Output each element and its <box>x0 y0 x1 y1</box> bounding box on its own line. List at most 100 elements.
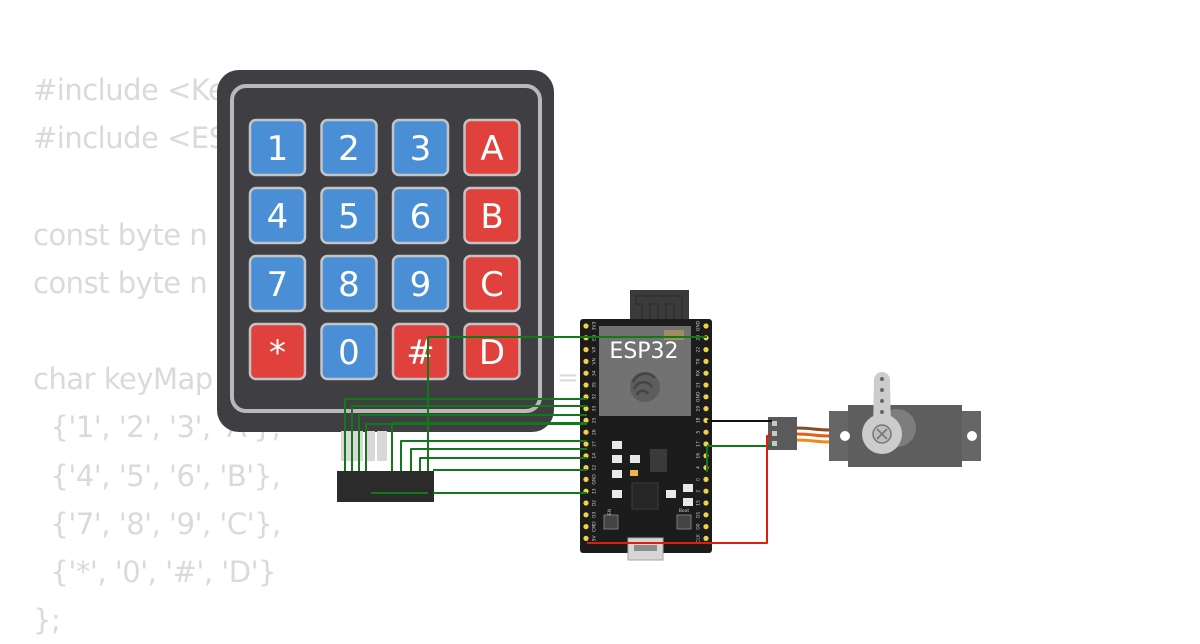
pin-label: D0 <box>696 523 702 529</box>
wire-keypad-5 <box>391 422 587 471</box>
pin-left-34[interactable] <box>583 370 589 376</box>
key-A[interactable]: A <box>463 118 521 177</box>
key-label: 8 <box>338 265 360 305</box>
pin-left-vn[interactable] <box>583 358 589 364</box>
key-6[interactable]: 6 <box>391 186 450 245</box>
pin-left-25[interactable] <box>583 417 589 423</box>
pin-right-rx[interactable] <box>703 370 709 376</box>
pin-label: CLK <box>696 533 702 543</box>
pin-left-gnd[interactable] <box>583 476 589 482</box>
esp32-board[interactable]: ESP32 EN Boot 3V3ENVPVN34353233252627141… <box>580 290 712 561</box>
pin-right-clk[interactable] <box>703 535 709 542</box>
pin-right-21[interactable] <box>703 382 709 388</box>
pin-right-15[interactable] <box>703 500 709 506</box>
pin-right-d1[interactable] <box>703 512 709 518</box>
pin-label: VN <box>592 358 598 364</box>
pin-label: 0 <box>696 478 702 481</box>
key-label: 7 <box>267 265 289 305</box>
pin-right-5[interactable] <box>703 429 709 435</box>
pin-label: D2 <box>592 500 598 506</box>
pin-label: RX <box>696 370 702 376</box>
pin-label: 14 <box>592 453 598 459</box>
key-label: 2 <box>338 129 360 169</box>
wires <box>344 336 772 544</box>
pin-label: 5 <box>696 431 702 434</box>
pin-left-5v[interactable] <box>583 535 589 542</box>
key-D[interactable]: D <box>463 322 521 381</box>
pin-left-d2[interactable] <box>583 500 589 506</box>
wire-keypad-6 <box>400 440 587 471</box>
pin-label: D3 <box>592 511 598 517</box>
pin-label: 4 <box>696 466 702 469</box>
pin-left-12[interactable] <box>583 465 589 471</box>
key-4[interactable]: 4 <box>248 186 307 245</box>
boot-button[interactable] <box>676 514 692 530</box>
key-5[interactable]: 5 <box>320 186 378 245</box>
key-label: # <box>406 333 435 373</box>
pin-label: 34 <box>592 370 598 376</box>
pin-label: 22 <box>696 347 702 353</box>
pin-right-0[interactable] <box>703 476 709 482</box>
pin-right-22[interactable] <box>703 347 709 353</box>
pin-label: 33 <box>592 406 598 412</box>
key-label: * <box>269 333 286 373</box>
esp32-pins: 3V3ENVPVN343532332526271412GND13D2D3CMD5… <box>583 320 709 543</box>
pin-label: 13 <box>592 488 598 494</box>
key-label: B <box>480 197 503 237</box>
pin-label: 19 <box>696 406 702 412</box>
pin-label: 21 <box>696 382 702 388</box>
keypad-inner-border <box>230 84 542 413</box>
key-3[interactable]: 3 <box>391 118 450 177</box>
pin-left-3v3[interactable] <box>583 323 589 329</box>
en-button[interactable] <box>603 514 619 530</box>
boot-button-label: Boot <box>679 508 690 514</box>
key-0[interactable]: 0 <box>320 322 378 381</box>
pin-right-gnd[interactable] <box>703 394 709 400</box>
key-label: A <box>480 129 503 169</box>
key-C[interactable]: C <box>463 254 521 313</box>
pin-right-19[interactable] <box>703 406 709 412</box>
servo-motor[interactable] <box>768 372 981 467</box>
pin-left-26[interactable] <box>583 429 589 435</box>
wire-keypad-2 <box>351 405 587 471</box>
key-label: 6 <box>410 197 432 237</box>
key-hash[interactable]: # <box>391 322 450 381</box>
key-7[interactable]: 7 <box>248 254 307 313</box>
wire-keypad-1 <box>344 398 587 471</box>
wire-servo-signal <box>706 445 772 472</box>
pin-label: 35 <box>592 382 598 388</box>
pin-left-d3[interactable] <box>583 512 589 518</box>
key-label: 0 <box>338 333 360 373</box>
pin-right-d0[interactable] <box>703 524 709 530</box>
wire-keypad-9 <box>427 336 707 471</box>
key-B[interactable]: B <box>463 186 521 245</box>
key-star[interactable]: * <box>248 322 307 381</box>
pin-right-gnd[interactable] <box>703 323 709 329</box>
pin-label: GND <box>696 391 702 402</box>
key-label: C <box>480 265 504 305</box>
pin-right-tx[interactable] <box>703 358 709 364</box>
pin-label: 17 <box>696 441 702 447</box>
pin-label: 18 <box>696 417 702 423</box>
key-9[interactable]: 9 <box>391 254 450 313</box>
pin-left-27[interactable] <box>583 441 589 447</box>
pin-label: VP <box>592 346 598 352</box>
key-label: 1 <box>267 129 289 169</box>
pin-label: 15 <box>696 500 702 506</box>
wire-keypad-8 <box>419 457 587 471</box>
pin-left-33[interactable] <box>583 406 589 412</box>
pin-label: 5V <box>592 535 598 542</box>
pin-left-vp[interactable] <box>583 347 589 353</box>
pin-left-35[interactable] <box>583 382 589 388</box>
pin-label: 16 <box>696 453 702 459</box>
pin-label: 2 <box>696 490 702 493</box>
pin-label: 27 <box>592 441 598 447</box>
key-1[interactable]: 1 <box>248 118 307 177</box>
code-fragment-equals: = <box>557 363 579 393</box>
pin-left-cmd[interactable] <box>583 524 589 530</box>
key-8[interactable]: 8 <box>320 254 378 313</box>
pin-right-2[interactable] <box>703 488 709 494</box>
key-2[interactable]: 2 <box>320 118 378 177</box>
